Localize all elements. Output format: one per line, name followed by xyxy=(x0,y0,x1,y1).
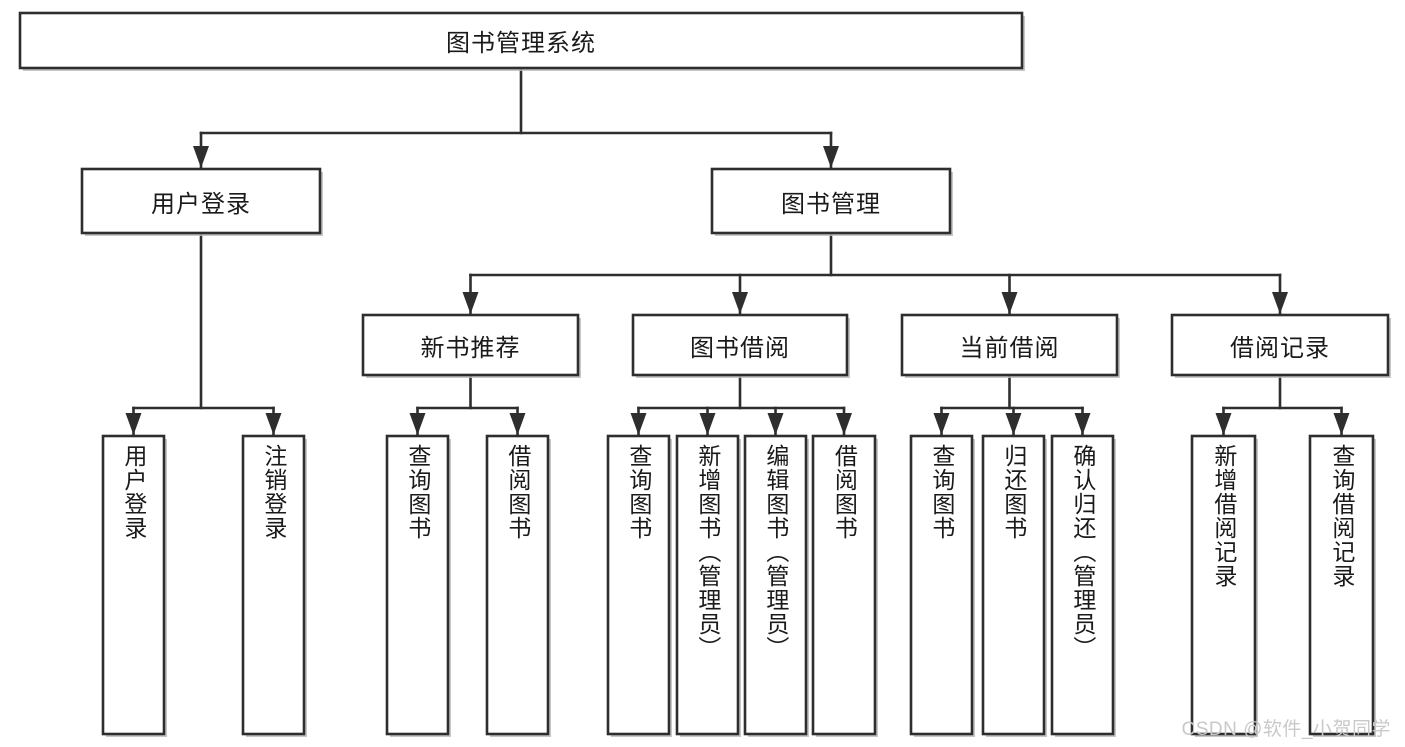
arrow-group-1-0 xyxy=(409,413,426,435)
node-boxes xyxy=(18,11,1391,737)
node-l2-用户登录-0[interactable] xyxy=(80,167,322,235)
node-l3-借阅记录-3[interactable] xyxy=(1170,313,1390,377)
arrow-root-to-l2-0 xyxy=(193,146,209,168)
node-root[interactable] xyxy=(18,11,1024,70)
arrow-group-0-1 xyxy=(265,413,282,435)
node-leaf-新增图书管理员-5[interactable] xyxy=(675,434,740,736)
arrow-group-3-1 xyxy=(1005,413,1022,435)
node-leaf-查询图书-2[interactable] xyxy=(385,434,450,736)
arrow-mgr-to-l3-2 xyxy=(1001,292,1018,314)
node-leaf-归还图书-9[interactable] xyxy=(981,434,1046,736)
node-leaf-编辑图书管理员-6[interactable] xyxy=(743,434,808,736)
arrow-group-2-3 xyxy=(836,413,852,435)
arrow-root-to-l2-1 xyxy=(823,146,839,168)
node-leaf-新增借阅记录-11[interactable] xyxy=(1190,434,1257,736)
arrow-group-3-2 xyxy=(1074,413,1091,435)
node-leaf-确认归还管理员-10[interactable] xyxy=(1050,434,1115,736)
node-l3-当前借阅-2[interactable] xyxy=(900,313,1119,377)
node-leaf-查询图书-4[interactable] xyxy=(606,434,671,736)
connector-lines xyxy=(125,66,1350,436)
node-l3-图书借阅-1[interactable] xyxy=(631,313,849,377)
arrow-group-0-0 xyxy=(125,413,142,435)
arrow-group-2-2 xyxy=(767,413,784,435)
node-leaf-借阅图书-7[interactable] xyxy=(811,434,877,736)
arrow-group-1-1 xyxy=(509,413,526,435)
node-leaf-借阅图书-3[interactable] xyxy=(485,434,550,736)
arrow-mgr-to-l3-0 xyxy=(462,292,479,314)
node-leaf-查询图书-8[interactable] xyxy=(909,434,974,736)
arrow-group-2-1 xyxy=(699,413,716,435)
node-leaf-注销登录-1[interactable] xyxy=(241,434,306,736)
arrow-mgr-to-l3-1 xyxy=(732,292,748,314)
arrow-group-4-0 xyxy=(1215,413,1232,435)
arrow-group-2-0 xyxy=(630,413,647,435)
node-l3-新书推荐-0[interactable] xyxy=(361,313,580,377)
arrow-group-4-1 xyxy=(1333,413,1350,435)
node-l2-图书管理-1[interactable] xyxy=(710,167,952,235)
node-leaf-查询借阅记录-12[interactable] xyxy=(1308,434,1375,736)
node-leaf-用户登录-0[interactable] xyxy=(101,434,166,736)
arrow-group-3-0 xyxy=(933,413,950,435)
arrow-mgr-to-l3-3 xyxy=(1272,292,1288,314)
